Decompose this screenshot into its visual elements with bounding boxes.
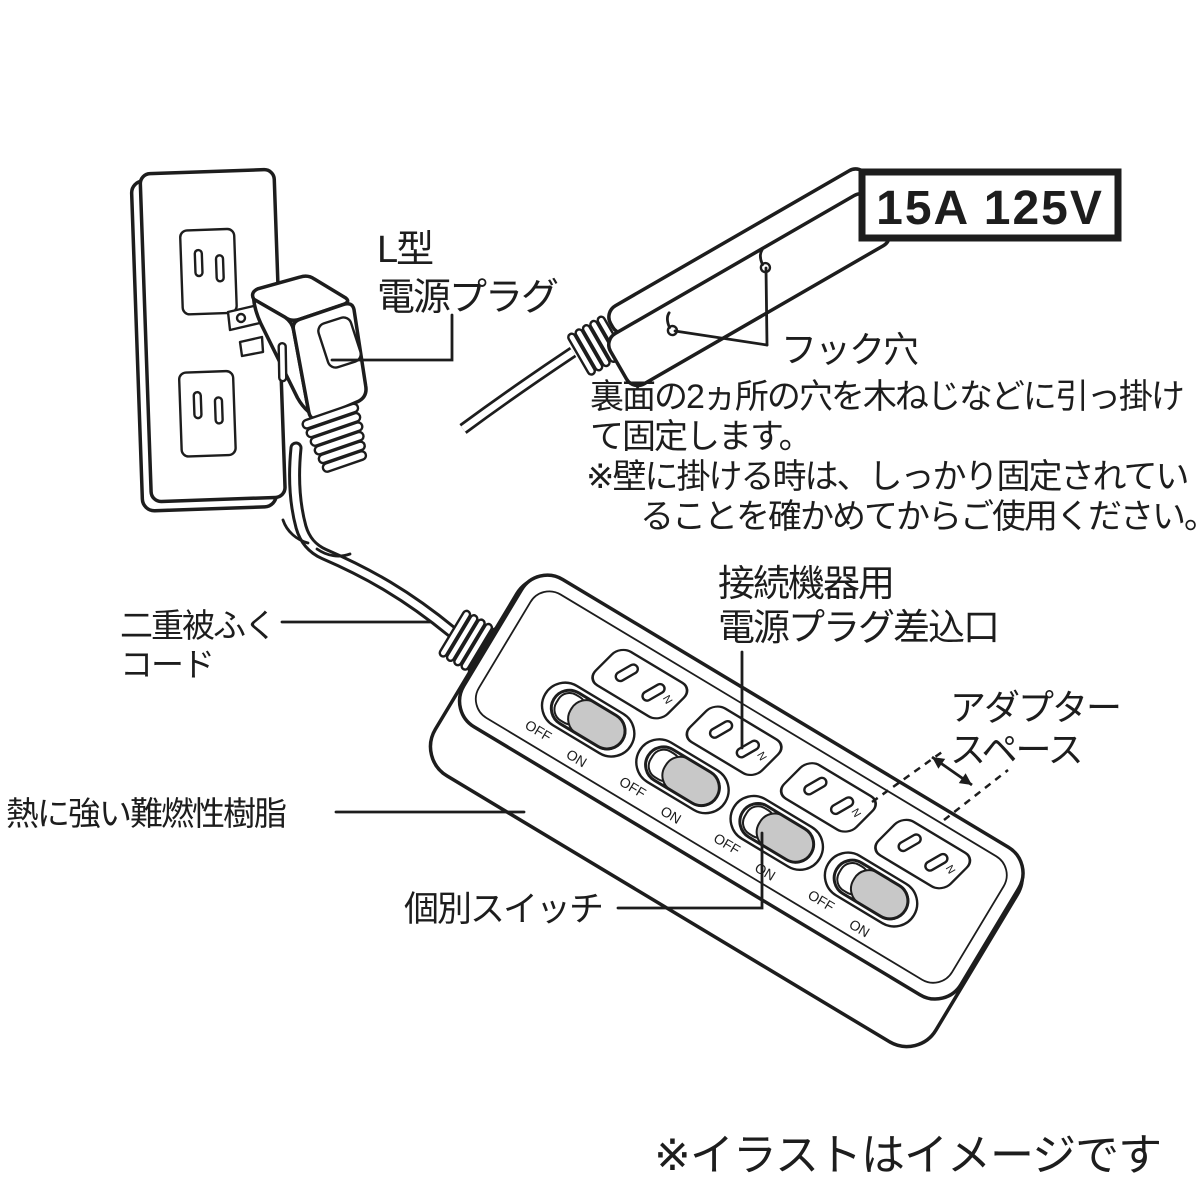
switch-4: OFF ON [805,851,919,940]
socket-slot [192,390,203,420]
outlet-pad-3: N [779,762,877,833]
plug-strain-relief [301,402,368,473]
outlet-slot [829,796,855,816]
resin-label: 熱に強い難燃性樹脂 [6,795,286,832]
outlet-slot [708,719,734,739]
outlet-slot [614,663,639,683]
adapter-label-line1: アダプター [950,687,1120,728]
outlet-label-line1: 接続機器用 [718,563,893,604]
rating-badge: 15A 125V [858,168,1122,242]
outlet-slot [803,776,828,796]
footer-note: ※イラストはイメージです [654,1131,1161,1180]
strip-bevel [474,590,1008,984]
leader-switch-label [616,831,764,910]
switch-1: OFF ON [522,681,636,770]
l-type-plug [250,274,368,473]
wall-socket-upper [179,227,238,316]
cord-label-line2: コード [120,646,213,683]
cord-label-line1: 二重被ふく [120,607,275,644]
hook-hole-label: フック穴 [781,329,918,370]
outlet-label-line2: 電源プラグ差込口 [718,607,998,648]
cord-break-mark [315,547,352,558]
prong [238,335,265,358]
hook-note-line3: ※壁に掛ける時は、しっかり固定されてい [586,458,1187,496]
socket-slot [214,254,225,283]
hook-note-line1: 裏面の2ヵ所の穴を木ねじなどに引っ掛け [590,378,1183,416]
outlet-slot [735,739,761,759]
plug-window [317,316,362,369]
hook-note-line4: ることを確かめてからご使用ください。 [640,498,1200,536]
hook-note-line2: て固定します。 [590,418,811,456]
cord-break-mark [281,518,310,545]
leader-plug-label [330,313,454,362]
plug-label-line1: L型 [377,229,433,271]
power-cord [281,441,459,639]
wall-socket-lower [178,369,237,458]
plug-side-slot [277,341,288,383]
leader-hook-right [764,266,769,347]
leader-hook-left [673,329,769,347]
main-power-strip: N N N N OFF ON [428,573,1025,1049]
rating-text: 15A 125V [876,182,1104,235]
socket-slot [193,248,204,278]
switch-label: 個別スイッチ [404,890,602,929]
outlet-pad-1: N [591,648,689,720]
plug-label-line2: 電源プラグ [377,277,558,319]
socket-slot [213,396,224,425]
outlet-slot [924,852,949,872]
hook-hole-left [665,311,679,337]
outlet-pad-4: N [874,818,972,890]
outlet-pad-2: N [685,705,783,777]
outlet-slot [897,833,922,853]
outlet-slot [641,682,666,702]
adapter-space-dimension [871,750,1009,821]
back-view-cord [459,347,577,434]
adapter-label-line2: スペース [950,729,1082,770]
